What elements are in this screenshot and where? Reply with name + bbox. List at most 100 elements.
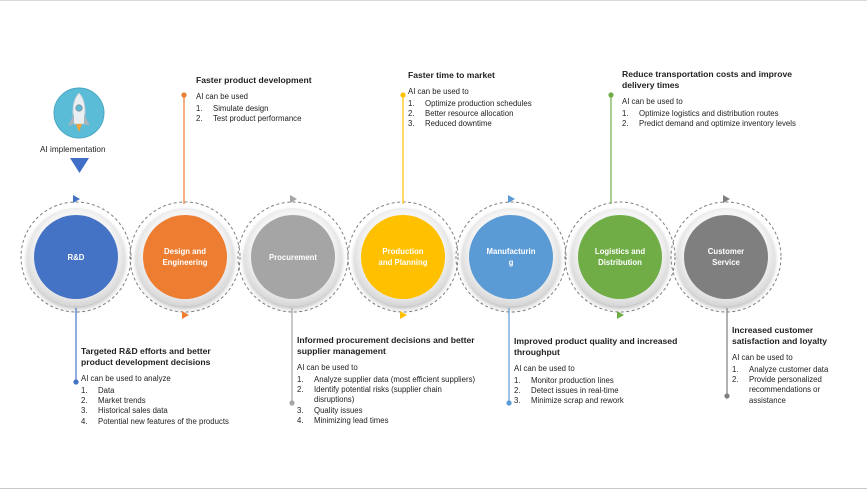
list-number: 1. [622,109,629,118]
list-number: 1. [81,386,88,395]
callout-connector-design-engineering [181,92,187,204]
list-item: 3.Minimize scrap and rework [514,396,694,406]
list-item: 2. Market trends [81,396,241,406]
list-item: 3.Quality issues [297,406,477,416]
connector-dot [181,92,187,98]
callout-title: Faster time to market [408,70,495,80]
list-number: 2. [622,119,629,129]
stage-disk [469,215,553,299]
stage-production-planning [347,201,459,319]
stage-label-manufacturing: Manufacturin g [486,247,536,267]
list-text: Analyze supplier data (most efficient su… [314,375,476,384]
list-text: Simulate design [213,104,269,113]
list-text: Better resource allocation [425,109,514,119]
flow-arrow-icon [182,311,189,319]
list-number: 2. [297,385,304,395]
callout-intro: AI can be used [196,92,249,101]
flow-arrow-icon [723,195,730,203]
stage-customer-service [670,195,782,313]
callout-manufacturing: Improved product quality and increased t… [514,336,694,407]
connector-dot [506,400,512,406]
list-text: Test product performance [213,114,302,124]
callout-title: Targeted R&D efforts and better product … [81,346,211,367]
stage-rnd [20,195,132,313]
top-border [0,0,867,1]
list-item: 3.Reduced downtime [408,119,568,129]
callout-list: 1. Analyze supplier data (most efficient … [297,375,477,426]
dashed-ring [670,201,782,313]
flow-arrow-icon [508,195,515,203]
callout-intro: AI can be used to [297,363,358,372]
list-text: Potential new features of the products [98,416,229,426]
callout-connector-procurement [289,308,295,406]
list-item: 2. Test product performance [196,114,356,124]
callout-title: Faster product development [196,75,312,85]
list-item: 3.Historical sales data [81,406,241,416]
list-item: 1. Monitor production lines [514,376,694,386]
list-text: Provide personalized recommendations or … [749,375,822,405]
list-text: Minimizing lead times [314,415,389,425]
list-number: 1. [297,375,304,384]
stage-label-logistics-distribution: Logistics and Distribution [594,247,646,267]
list-item: 1. Simulate design [196,104,356,114]
list-item: 1. Data [81,386,241,396]
callout-logistics-distribution: Reduce transportation costs and improve … [622,69,812,129]
stage-label-rnd: R&D [67,252,85,262]
start-arrow-icon [70,158,89,173]
list-number: 2. [514,386,521,396]
list-item: 2. Detect issues in real-time [514,386,694,396]
callout-connector-rnd [73,308,79,385]
stage-label-production-planning: Production and Planning [378,247,428,267]
callout-list: 1. Simulate design 2. Test product performa… [196,104,356,124]
dashed-ring [455,201,567,313]
list-text: Data [98,386,115,395]
callout-title: Informed procurement decisions and bette… [297,335,475,356]
list-number: 1. [514,376,521,385]
stage-label-procurement: Procurement [268,252,318,262]
stage-label-design-engineering: Design and Engineering [162,247,208,267]
stage-design-engineering [129,201,241,319]
callout-intro: AI can be used to [408,87,469,96]
callout-customer-service: Increased customer satisfaction and loya… [732,325,857,406]
list-text: Historical sales data [98,406,168,416]
callout-connector-manufacturing [506,308,512,406]
list-number: 3. [408,119,415,129]
connector-dot [400,92,406,98]
list-item: 1.Optimize logistics and distribution ro… [622,109,812,119]
connector-dot [608,92,614,98]
list-number: 2. [408,109,415,119]
list-number: 4. [81,416,88,426]
list-item: 2. Provide personalized recommendations o… [732,375,857,406]
stage-disk [684,215,768,299]
list-number: 2. [81,396,88,406]
list-number: 1. [196,104,203,113]
list-text: Quality issues [314,405,363,415]
rocket-icon [53,87,105,139]
flow-arrow-icon [290,195,297,203]
list-text: Market trends [98,396,146,406]
dashed-ring [129,201,241,313]
connector-dot [724,393,730,399]
list-item: 1.Analyze customer data [732,365,857,375]
stage-disk [143,215,227,299]
dashed-ring [564,201,676,313]
list-text: Monitor production lines [531,376,614,385]
list-item: 1.Optimize production schedules [408,99,568,109]
callout-connector-customer-service [724,308,730,399]
list-number: 2. [732,375,739,385]
list-text: Detect issues in real-time [531,386,619,396]
callout-rnd: Targeted R&D efforts and better product … [81,346,241,427]
callout-list: 1.Optimize logistics and distribution ro… [622,109,812,129]
stage-manufacturing [455,195,567,313]
callout-intro: AI can be used to analyze [81,374,171,383]
stage-label-customer-service: Customer Service [707,247,745,267]
callout-production-planning: Faster time to market AI can be used to 1.… [408,70,568,130]
flow-arrow-icon [73,195,80,203]
stage-disk [251,215,335,299]
callout-title: Increased customer satisfaction and loya… [732,325,828,346]
list-number: 2. [196,114,203,124]
